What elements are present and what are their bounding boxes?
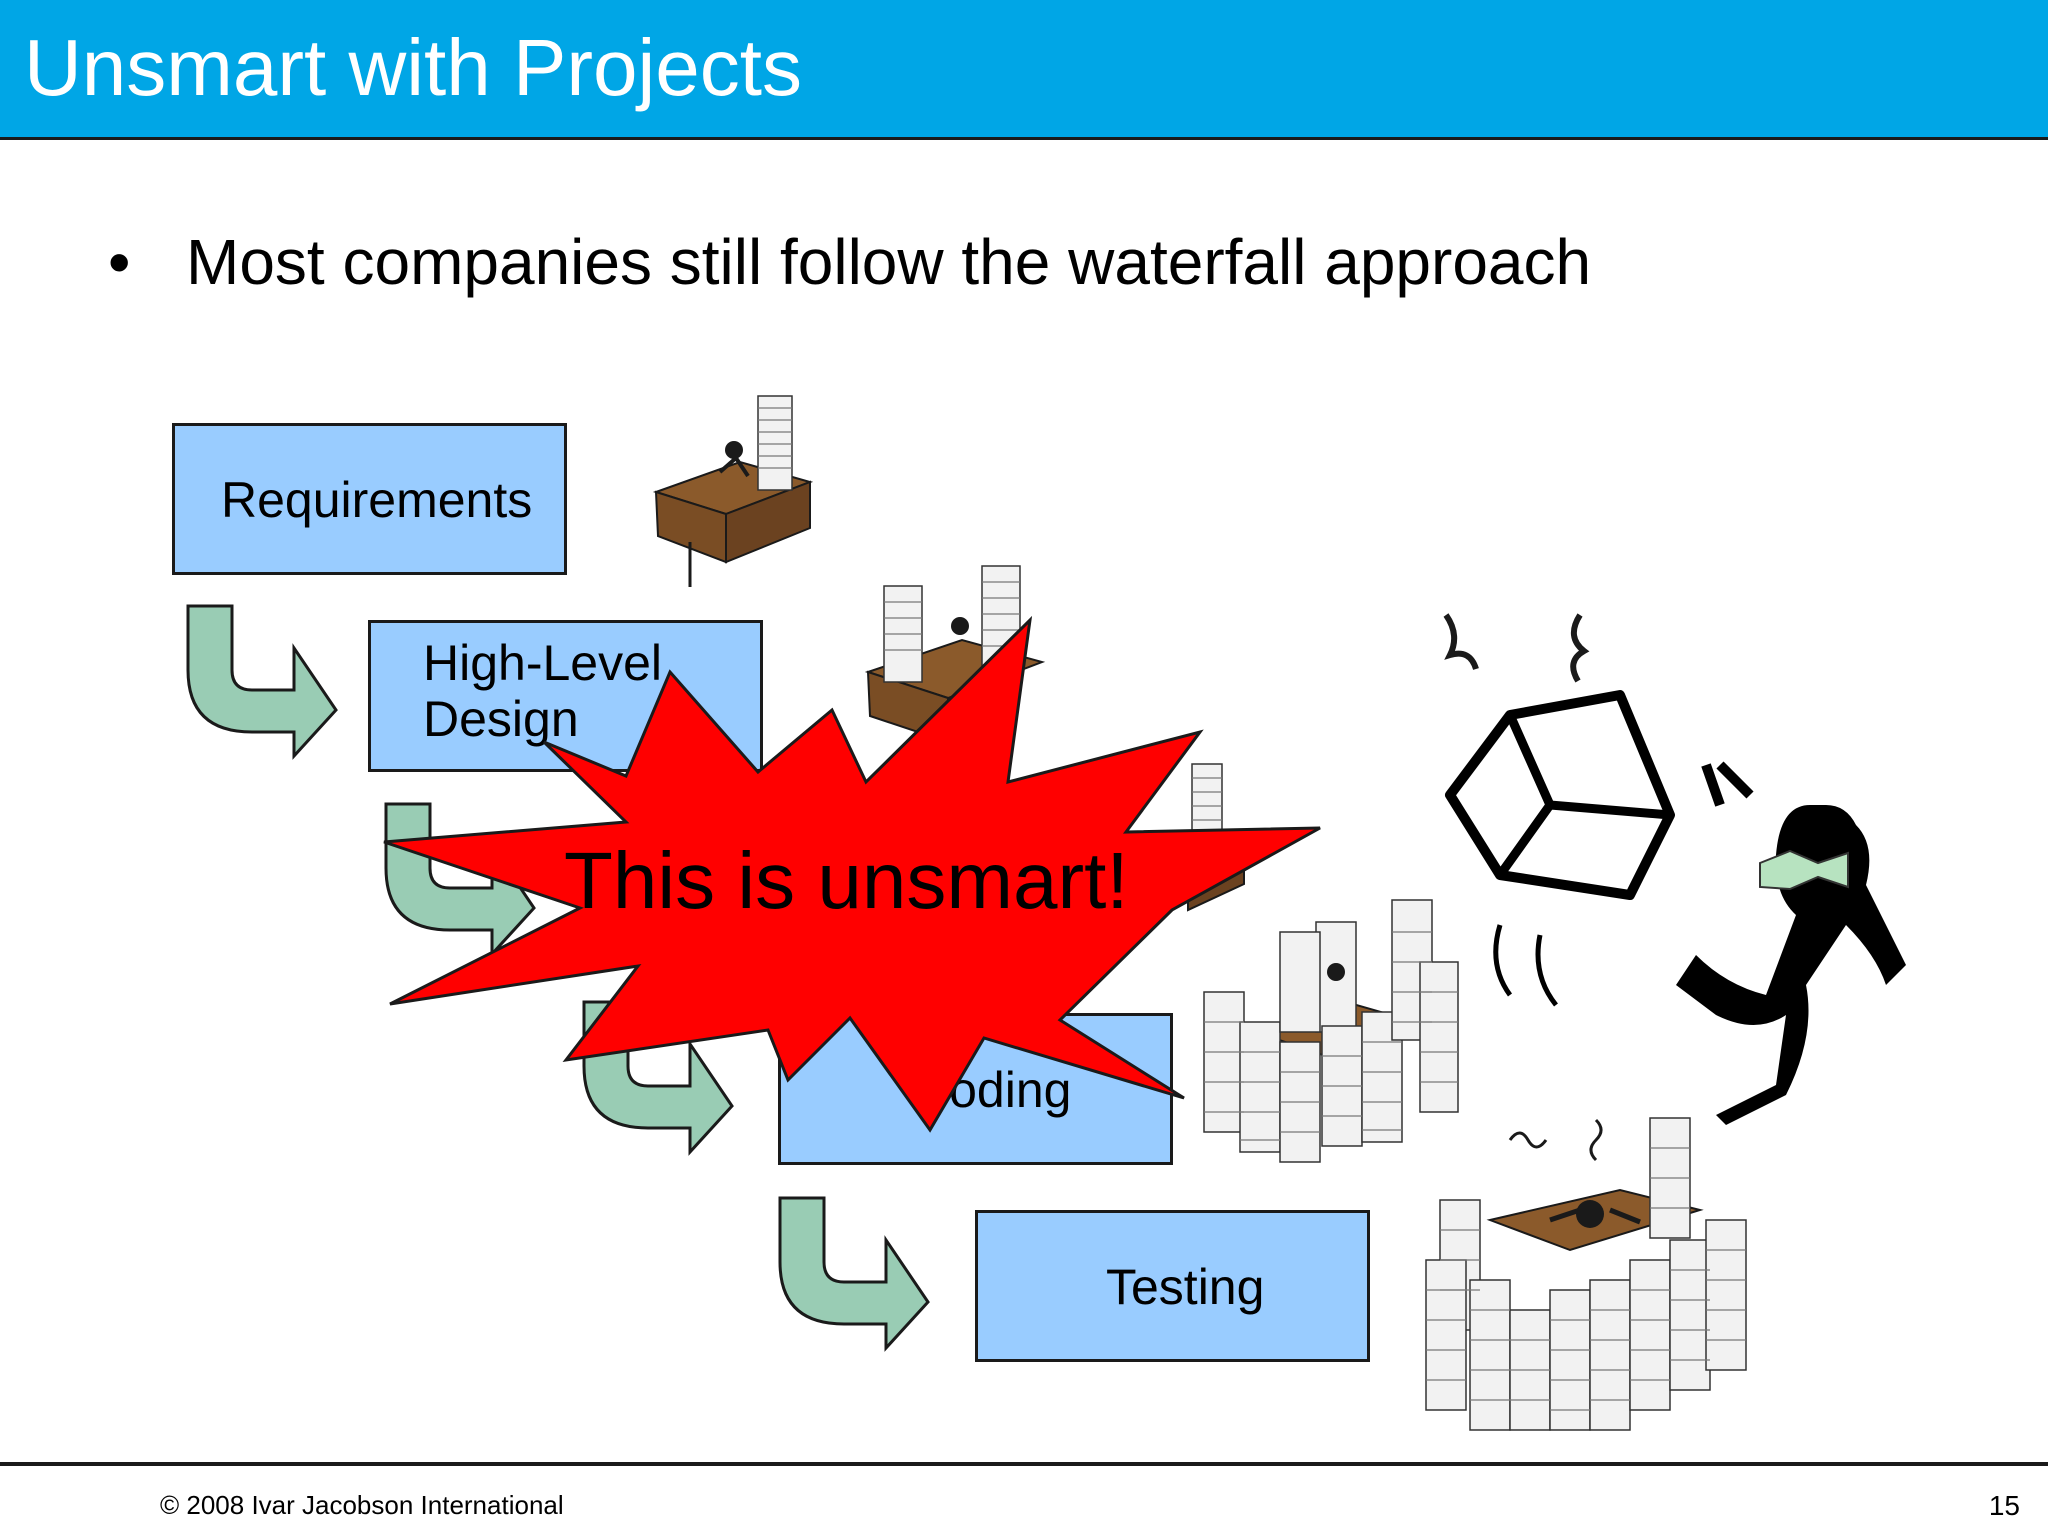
footer-copyright: © 2008 Ivar Jacobson International: [160, 1490, 564, 1520]
stage-testing-label: Testing: [1106, 1259, 1265, 1315]
angry-worker-icon: [1443, 613, 1906, 1125]
stage-testing: Testing: [975, 1210, 1370, 1362]
footer-divider: [0, 1462, 2048, 1466]
title-bar: Unsmart with Projects: [0, 0, 2048, 140]
bullet-text: Most companies still follow the waterfal…: [186, 226, 1592, 298]
slumped-worker-icon: [1425, 1117, 1747, 1431]
stage-high-level-design: High-Level Design: [368, 620, 763, 772]
explosion-burst-icon: [383, 615, 1321, 1133]
stage-design-label: Design: [423, 691, 579, 747]
stage-high-level-label: High-Level: [423, 635, 663, 691]
bullet-marker: •: [108, 226, 131, 298]
desk-with-paper-stack-icon: [652, 395, 814, 587]
slide-title: Unsmart with Projects: [24, 23, 802, 112]
curved-arrow-icon: [778, 1196, 930, 1352]
page-number: 15: [1988, 1490, 2020, 1521]
stage-requirements: Requirements: [172, 423, 567, 575]
callout-text: This is unsmart!: [564, 836, 1129, 925]
paper-stacks-icon: [1203, 899, 1459, 1163]
stage-requirements-label: Requirements: [221, 472, 533, 528]
curved-arrow-icon: [186, 604, 338, 760]
